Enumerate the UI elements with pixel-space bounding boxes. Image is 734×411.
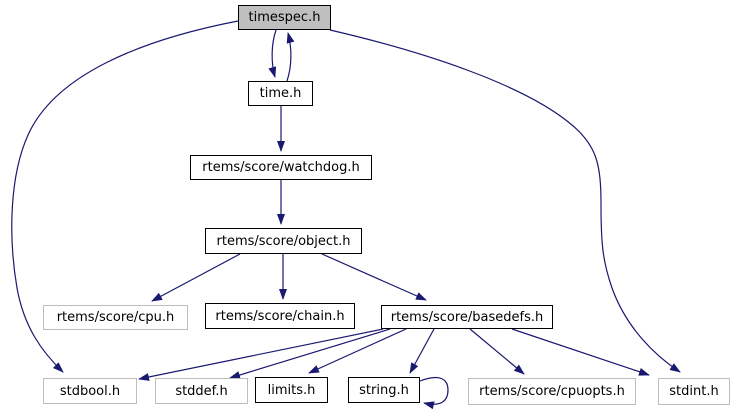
node-rtems-score-object-h[interactable]: rtems/score/object.h bbox=[205, 228, 362, 254]
node-rtems-score-watchdog-h[interactable]: rtems/score/watchdog.h bbox=[190, 155, 372, 180]
edge-basedefs-to-stdint bbox=[511, 328, 650, 376]
edge-time-to-timespec bbox=[286, 32, 295, 82]
node-rtems-score-basedefs-h[interactable]: rtems/score/basedefs.h bbox=[381, 305, 553, 329]
edge-basedefs-to-limits bbox=[308, 328, 407, 374]
node-time-h[interactable]: time.h bbox=[248, 81, 313, 106]
edge-basedefs-to-stddef bbox=[229, 328, 391, 379]
edge-basedefs-to-stdbool bbox=[138, 328, 384, 381]
node-timespec-h: timespec.h bbox=[238, 5, 331, 30]
edge-object-to-basedefs bbox=[321, 253, 427, 301]
edge-basedefs-to-string bbox=[409, 328, 435, 374]
node-string-h[interactable]: string.h bbox=[348, 377, 420, 403]
node-rtems-score-cpu-h: rtems/score/cpu.h bbox=[43, 305, 188, 330]
edge-basedefs-to-cpuopts bbox=[469, 328, 525, 375]
edge-string-self-loop bbox=[419, 377, 449, 410]
node-limits-h[interactable]: limits.h bbox=[255, 377, 328, 403]
edge-timespec-to-stdbool bbox=[11, 20, 239, 373]
edge-object-to-cpu bbox=[151, 253, 241, 302]
node-stdint-h: stdint.h bbox=[658, 378, 730, 405]
node-rtems-score-chain-h[interactable]: rtems/score/chain.h bbox=[205, 303, 355, 329]
node-rtems-score-cpuopts-h: rtems/score/cpuopts.h bbox=[468, 378, 636, 405]
edge-timespec-to-time bbox=[268, 29, 277, 78]
edge-timespec-to-stdint bbox=[329, 29, 681, 373]
node-stdbool-h: stdbool.h bbox=[43, 378, 137, 404]
node-stddef-h: stddef.h bbox=[155, 378, 248, 404]
